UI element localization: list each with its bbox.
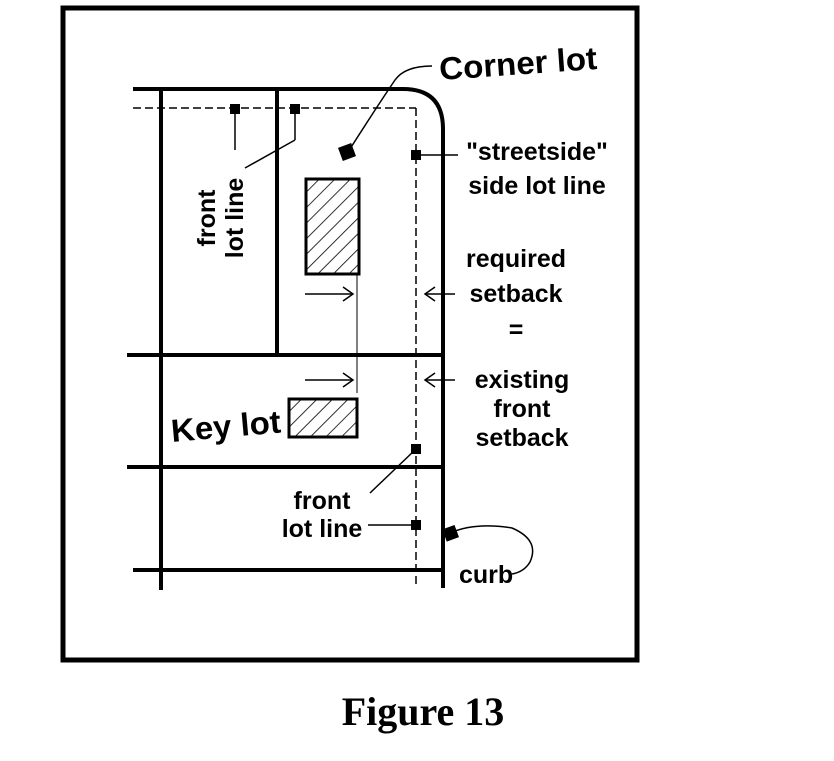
leader-lines bbox=[234, 65, 534, 575]
svg-text:front: front bbox=[494, 395, 552, 423]
key-lot-building bbox=[287, 397, 359, 439]
svg-text:existing: existing bbox=[475, 366, 569, 394]
svg-text:=: = bbox=[509, 316, 524, 344]
svg-text:setback: setback bbox=[475, 424, 568, 452]
svg-text:front: front bbox=[294, 487, 352, 515]
lot-lines bbox=[127, 89, 445, 590]
marker-squares bbox=[230, 104, 459, 542]
svg-text:"streetside": "streetside" bbox=[466, 138, 608, 166]
curb-line bbox=[133, 87, 445, 588]
svg-text:lot line: lot line bbox=[221, 178, 249, 259]
curb-label: curb bbox=[459, 561, 513, 589]
figure-caption: Figure 13 bbox=[341, 689, 505, 734]
front-lot-line-lower-label: front lot line bbox=[282, 487, 363, 543]
required-setback-label: required setback = bbox=[466, 245, 566, 344]
svg-text:setback: setback bbox=[469, 280, 562, 308]
right-of-way-dashed-line bbox=[133, 107, 417, 588]
svg-text:front: front bbox=[193, 189, 221, 247]
svg-text:required: required bbox=[466, 245, 566, 273]
figure-frame bbox=[60, 5, 640, 663]
setback-arrows bbox=[305, 286, 455, 388]
existing-front-setback-label: existing front setback bbox=[475, 366, 569, 452]
corner-lot-label: Corner lot bbox=[438, 40, 598, 87]
svg-text:lot line: lot line bbox=[282, 515, 363, 543]
corner-lot-building bbox=[304, 177, 361, 276]
svg-text:side lot line: side lot line bbox=[468, 172, 606, 200]
streetside-label: "streetside" side lot line bbox=[466, 138, 608, 200]
key-lot-label: Key lot bbox=[169, 403, 282, 448]
front-lot-line-upper-label: front lot line bbox=[193, 178, 249, 259]
